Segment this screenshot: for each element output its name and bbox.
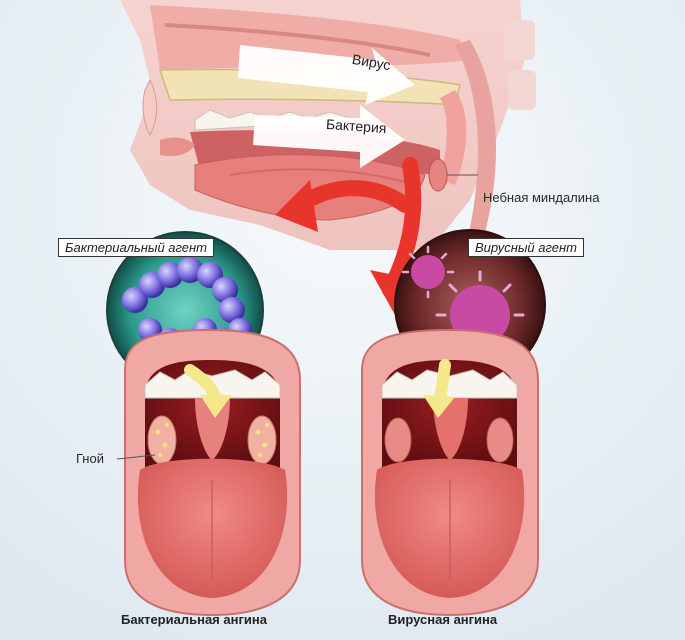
palatine-tonsil-label: Небная миндалина [483, 190, 600, 205]
bacterial-agent-label: Бактериальный агент [58, 238, 215, 257]
right-tonsil-viral [486, 417, 514, 463]
red-split-arrow [275, 157, 422, 315]
viral-agent-label: Вирусный агент [468, 238, 584, 257]
pus-leader-line [116, 454, 156, 460]
right-tonsil [247, 415, 277, 465]
viral-throat [361, 328, 539, 617]
pathogen-arrows [238, 45, 415, 168]
bacterial-angina-title: Бактериальная ангина [121, 612, 267, 627]
virus-particle-small [401, 245, 455, 299]
bacterial-throat [124, 328, 301, 617]
viral-angina-title: Вирусная ангина [388, 612, 498, 627]
pus-label: Гной [76, 451, 104, 466]
pus-spots [155, 423, 269, 457]
left-tonsil-viral [384, 417, 412, 463]
yellow-arrows [184, 359, 455, 418]
left-tonsil [147, 415, 177, 465]
bacteria-arrow [253, 105, 405, 168]
virus-arrow [238, 45, 415, 105]
